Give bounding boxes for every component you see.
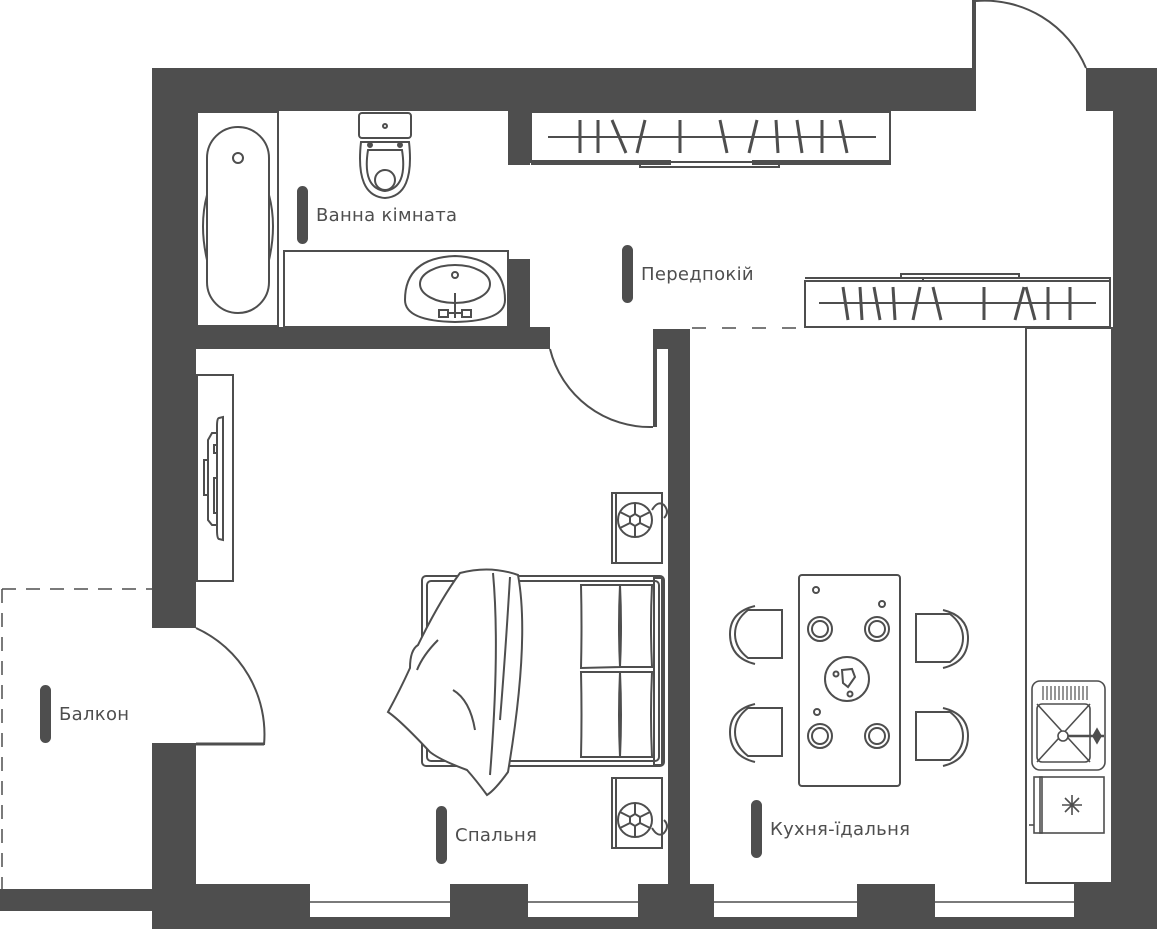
bathtub-icon: [196, 111, 279, 327]
bedroom-door-icon: [549, 348, 654, 429]
walls: [0, 68, 1157, 929]
room-label-bedroom: Спальня: [436, 806, 537, 864]
nightstand-lamp-icon: [611, 492, 668, 564]
balcony-door-icon: [195, 627, 266, 746]
kitchen-counter: [1025, 327, 1113, 884]
label-marker: [751, 800, 762, 858]
label-marker: [40, 685, 51, 743]
toilet-icon: [358, 112, 412, 200]
label-marker: [297, 186, 308, 244]
chair-icon: [728, 605, 783, 665]
room-label-hallway: Передпокій: [622, 245, 754, 303]
room-name: Передпокій: [641, 263, 754, 285]
double-bed-icon: [386, 568, 665, 797]
chair-icon: [915, 707, 970, 767]
room-name: Спальня: [455, 824, 538, 846]
room-label-kitchen-dining: Кухня-їдальня: [751, 800, 910, 858]
label-marker: [436, 806, 447, 864]
wardrobe-icon: [530, 111, 891, 168]
nightstand-lamp-icon: [611, 777, 668, 849]
room-label-balcony: Балкон: [40, 685, 129, 743]
label-marker: [622, 245, 633, 303]
entry-door-icon: [972, 0, 1087, 111]
balcony-outline: [1, 588, 152, 889]
cooktop-icon: [1031, 680, 1106, 771]
fridge-icon: [1029, 776, 1105, 834]
chair-icon: [915, 609, 970, 669]
room-label-bathroom: Ванна кімната: [297, 186, 457, 244]
tv-unit-icon: [196, 374, 234, 582]
wardrobe-icon: [804, 273, 1111, 328]
sink-icon: [283, 250, 509, 328]
room-name: Балкон: [59, 703, 130, 725]
chair-icon: [728, 703, 783, 763]
room-name: Ванна кімната: [316, 204, 458, 226]
room-name: Кухня-їдальня: [770, 818, 911, 840]
dining-table-icon: [798, 574, 901, 787]
